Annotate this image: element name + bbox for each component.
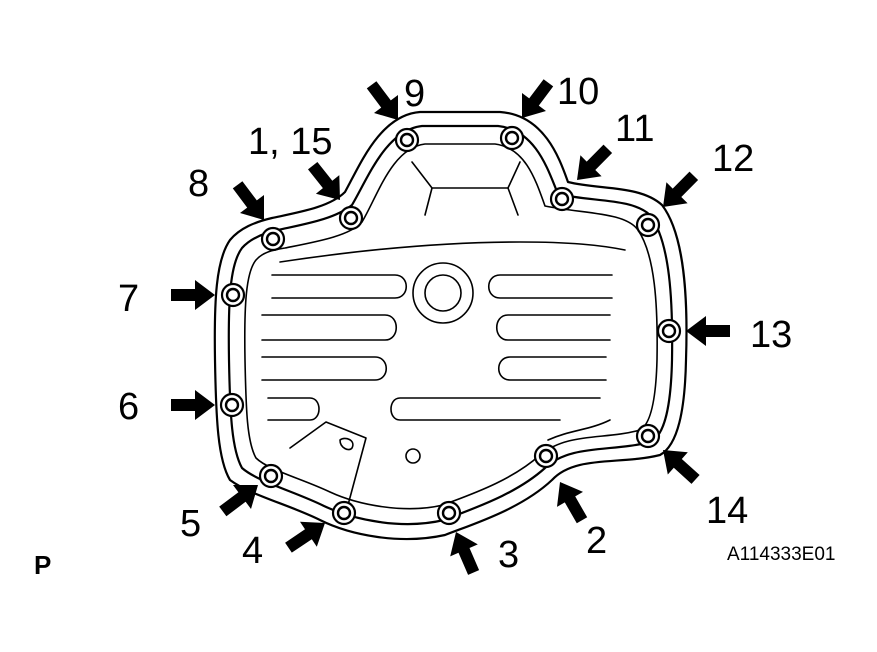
pan-upper-pocket-side-left	[424, 187, 433, 216]
drain-boss-outer	[412, 262, 474, 324]
pan-ridge-line	[279, 241, 626, 263]
bolt-b14-washer	[640, 428, 656, 444]
bolt-b4-washer	[336, 505, 352, 521]
arrow-b12	[663, 171, 699, 207]
bolt-b12-washer	[640, 217, 656, 233]
rib-left-4	[267, 397, 320, 421]
bolt-group	[219, 125, 682, 526]
callout-bolt-13: 13	[750, 314, 793, 356]
callout-bolt-9: 9	[404, 73, 426, 115]
pan-lower-pocket	[289, 421, 367, 506]
bolt-b11-washer	[554, 191, 570, 207]
bolt-b2-washer	[538, 448, 554, 464]
callout-bolt-4: 4	[242, 530, 264, 572]
figure-id: A114333E01	[727, 544, 836, 565]
arrow-b9	[366, 81, 398, 120]
rib-left-2	[261, 314, 398, 341]
rib-center-low	[390, 397, 601, 421]
drain-boss-inner	[424, 274, 462, 312]
callout-bolt-3: 3	[498, 534, 520, 576]
arrow-b2	[557, 482, 588, 524]
arrow-b14	[663, 450, 700, 484]
bolt-b5-washer	[263, 468, 279, 484]
pan-inner-outline	[227, 124, 674, 526]
arrow-b13	[686, 316, 730, 346]
arrow-b3	[450, 532, 480, 575]
callout-bolt-14: 14	[706, 490, 749, 532]
bolt-b9-washer	[399, 132, 415, 148]
arrow-b10	[522, 79, 554, 118]
bolt-b13-washer	[661, 323, 677, 339]
rib-right-2	[495, 314, 611, 341]
callout-bolt-11: 11	[615, 108, 655, 150]
pan-upper-pocket-side-right	[507, 187, 519, 216]
arrow-b5	[219, 485, 258, 517]
callout-bolt-12: 12	[712, 138, 755, 180]
bolt-b7-washer	[225, 287, 241, 303]
rib-right-1	[487, 274, 613, 299]
bolt-b8-washer	[265, 231, 281, 247]
pan-well-outline	[243, 143, 658, 510]
callout-bolt-1-15: 1, 15	[248, 121, 333, 163]
arrow-b7	[171, 280, 215, 310]
bolt-b1_15-washer	[343, 210, 359, 226]
arrow-b11	[577, 144, 613, 180]
bolt-b3-washer	[441, 505, 457, 521]
view-letter: P	[34, 550, 52, 580]
arrow-b4	[285, 521, 325, 553]
callout-bolt-8: 8	[188, 163, 210, 205]
callout-bolt-2: 2	[586, 520, 608, 562]
rib-left-3	[261, 356, 388, 381]
callout-bolt-6: 6	[118, 386, 140, 428]
callout-bolt-10: 10	[557, 71, 600, 113]
pan-upper-pocket	[411, 161, 521, 189]
arrow-b8	[232, 181, 264, 220]
pan-outer-outline	[213, 110, 688, 541]
pan-lower-slot	[339, 437, 354, 451]
rib-left-1	[271, 274, 408, 299]
arrow-b6	[171, 390, 215, 420]
pan-curve-right	[547, 419, 611, 441]
arrow-group	[171, 79, 730, 575]
bolt-b6-washer	[224, 397, 240, 413]
callout-bolt-7: 7	[118, 278, 140, 320]
arrow-b1_15	[308, 162, 340, 200]
callout-bolt-5: 5	[180, 503, 202, 545]
bolt-b10-washer	[504, 130, 520, 146]
rib-right-3	[497, 356, 607, 381]
pan-small-hole	[405, 448, 421, 464]
